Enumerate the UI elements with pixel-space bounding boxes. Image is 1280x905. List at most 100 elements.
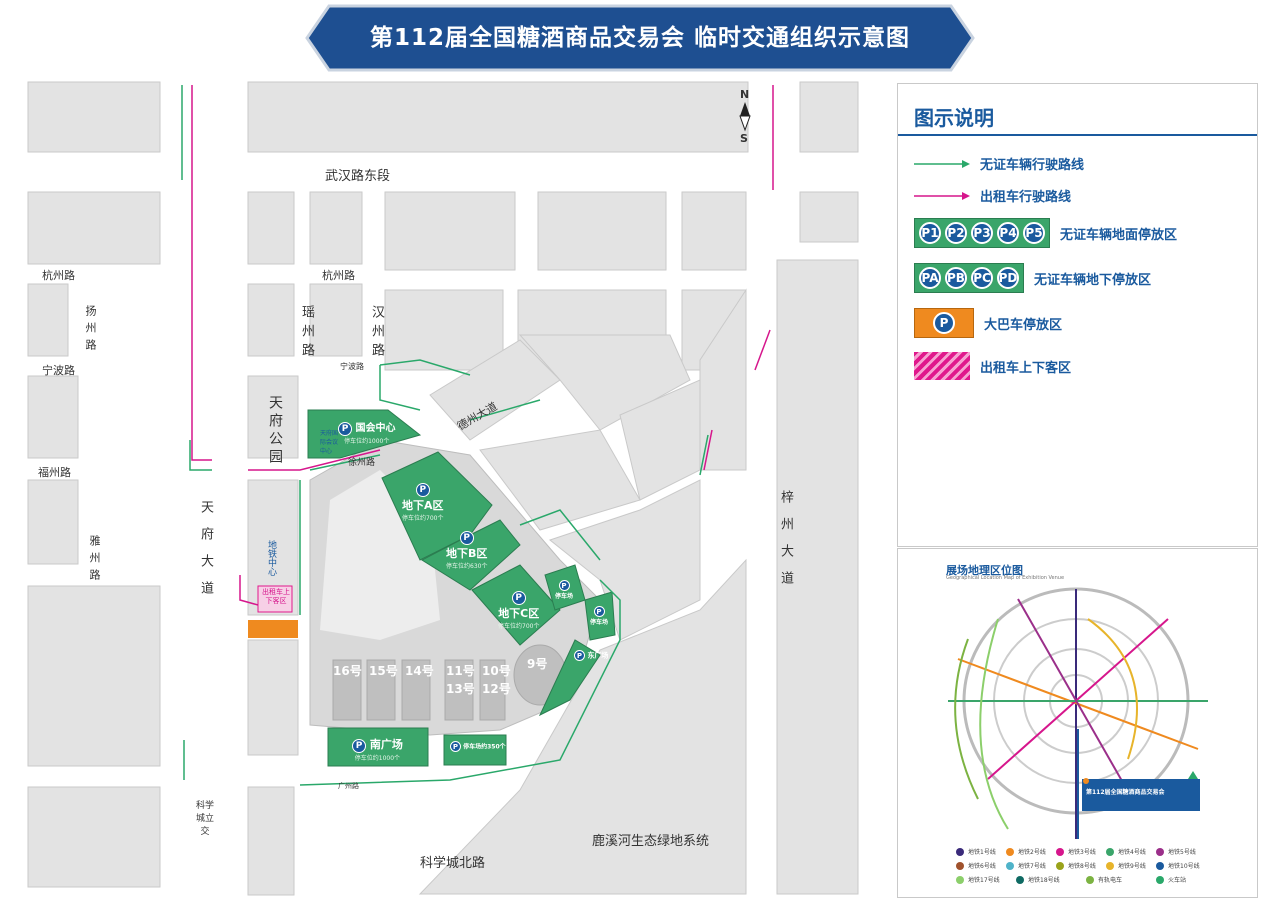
hall-11: 11号 bbox=[446, 664, 475, 678]
metro-dot-icon bbox=[956, 861, 964, 870]
hall-9: 9号 bbox=[527, 657, 548, 671]
hall-10: 10号 bbox=[482, 664, 511, 678]
metro-dot-icon bbox=[1156, 847, 1164, 856]
zone-b-name: 地下B区 bbox=[446, 547, 488, 560]
metro-line-7: 地铁7号线 bbox=[1006, 861, 1046, 870]
metro-dot-icon bbox=[956, 875, 964, 884]
legend-panel: 图示说明 无证车辆行驶路线 出租车行驶路线 P1 P2 P3 P4 P5 无证车… bbox=[897, 83, 1258, 547]
road-ningbo-mid: 宁波路 bbox=[340, 362, 364, 371]
parking-icon: P5 bbox=[1023, 222, 1045, 244]
metro-line-18: 地铁18号线 bbox=[1016, 875, 1060, 884]
metro-line-1: 地铁1号线 bbox=[956, 847, 996, 856]
metro-line-label: 地铁18号线 bbox=[1028, 877, 1060, 884]
metro-line-6: 地铁6号线 bbox=[956, 861, 996, 870]
taxi-drop-label: 出租车上下客区 bbox=[262, 588, 290, 605]
hall-13: 13号 bbox=[446, 682, 475, 696]
metro-line-label: 地铁6号线 bbox=[968, 863, 996, 870]
compass-arrow-s bbox=[739, 115, 751, 132]
parking-icon: P bbox=[558, 580, 570, 591]
zone-p6-name: 停车场约350个 bbox=[463, 743, 506, 751]
tianfu-park-label: 天府公园 bbox=[267, 395, 283, 467]
hotel-label: 天府国际会议中心 bbox=[320, 430, 339, 455]
metro-dot-icon bbox=[1056, 847, 1064, 856]
bus-parking-zone bbox=[248, 620, 298, 638]
parking-icon: P bbox=[352, 739, 366, 753]
zone-p5-name: 停车场 bbox=[590, 619, 609, 626]
parking-icon: P bbox=[933, 312, 955, 334]
bus-parking-swatch: P bbox=[914, 308, 974, 338]
zone-p5: P 停车场 bbox=[590, 606, 608, 626]
location-map-title: 展场地理区位图 bbox=[946, 564, 1023, 577]
parking-icon: PA bbox=[919, 267, 941, 289]
metro-line-17: 地铁17号线 bbox=[956, 875, 1000, 884]
parking-icon: PC bbox=[971, 267, 993, 289]
road-hanzhou: 汉州路 bbox=[369, 305, 384, 362]
metro-tram: 有轨电车 bbox=[1086, 875, 1122, 884]
metro-line-10: 地铁10号线 bbox=[1156, 861, 1200, 870]
legend-item-taxi-route: 出租车行驶路线 bbox=[914, 186, 1071, 205]
zone-east: P 东广场 bbox=[574, 650, 608, 661]
legend-label: 无证车辆地面停放区 bbox=[1060, 227, 1178, 243]
ground-parking-swatch: P1 P2 P3 P4 P5 bbox=[914, 218, 1050, 248]
road-yaozhou: 瑶州路 bbox=[299, 305, 314, 362]
parking-icon: P bbox=[450, 741, 461, 752]
compass-arrow-n bbox=[740, 102, 750, 116]
metro-line-label: 地铁7号线 bbox=[1018, 863, 1046, 870]
legend-label: 无证车辆地下停放区 bbox=[1034, 272, 1152, 288]
metro-line-label: 地铁17号线 bbox=[968, 877, 1000, 884]
road-wuhan-east: 武汉路东段 bbox=[325, 169, 391, 184]
metro-line-5: 地铁5号线 bbox=[1156, 847, 1196, 856]
taxi-routes bbox=[191, 85, 774, 606]
road-yangzhou: 扬州路 bbox=[84, 305, 97, 356]
legend-item-taxi-zone: 出租车上下客区 bbox=[914, 352, 1071, 380]
zone-south: P 南广场 停车位约1000个 bbox=[352, 736, 403, 762]
zone-p6: P 停车场约350个 bbox=[450, 741, 506, 752]
hall-14: 14号 bbox=[405, 664, 434, 678]
parking-icon: P3 bbox=[971, 222, 993, 244]
pink-arrow-icon bbox=[914, 191, 970, 200]
diagonal-blocks bbox=[418, 288, 747, 895]
metro-line-label: 火车站 bbox=[1168, 877, 1187, 884]
metro-line-3: 地铁3号线 bbox=[1056, 847, 1096, 856]
parking-icon: P4 bbox=[997, 222, 1019, 244]
parking-icon: P bbox=[459, 531, 474, 545]
parking-icon: P bbox=[593, 606, 605, 617]
legend-item-underground-parking: PA PB PC PD 无证车辆地下停放区 bbox=[914, 263, 1151, 293]
road-ningbo-left: 宁波路 bbox=[42, 364, 75, 377]
metro-line-label: 有轨电车 bbox=[1098, 877, 1123, 884]
legend-title: 图示说明 bbox=[914, 106, 994, 130]
compass-n: N bbox=[740, 88, 750, 101]
metro-dot-icon bbox=[1086, 875, 1094, 884]
parking-icon: P bbox=[511, 591, 526, 605]
zone-c-name: 地下C区 bbox=[498, 607, 540, 620]
legend-divider bbox=[898, 134, 1257, 136]
parking-icon: P bbox=[574, 650, 585, 661]
metro-line-8: 地铁8号线 bbox=[1056, 861, 1096, 870]
metro-line-label: 地铁1号线 bbox=[968, 849, 996, 856]
metro-center-label: 地铁中心 bbox=[266, 540, 276, 576]
underground-parking-swatch: PA PB PC PD bbox=[914, 263, 1024, 293]
legend-item-green-route: 无证车辆行驶路线 bbox=[914, 154, 1084, 173]
metro-dot-icon bbox=[1056, 861, 1064, 870]
metro-dot-icon bbox=[1006, 847, 1014, 856]
zone-guohui-sub: 停车位约1000个 bbox=[344, 438, 390, 445]
zone-c: P 地下C区 停车位约700个 bbox=[498, 590, 539, 630]
road-zizhou-avenue: 梓州大道 bbox=[778, 490, 793, 598]
legend-label: 出租车上下客区 bbox=[980, 360, 1072, 376]
metro-line-label: 地铁9号线 bbox=[1118, 863, 1146, 870]
zone-guohui: P 国会中心 停车位约1000个 bbox=[338, 419, 395, 445]
zone-p4: P 停车场 bbox=[555, 580, 573, 600]
zone-a-sub: 停车位约700个 bbox=[402, 515, 444, 522]
metro-dot-icon bbox=[956, 847, 964, 856]
road-yazhou: 雅州路 bbox=[88, 535, 101, 586]
zone-south-name: 南广场 bbox=[369, 738, 403, 751]
compass-s: S bbox=[740, 132, 748, 145]
hall-12: 12号 bbox=[482, 682, 511, 696]
parking-icon: PD bbox=[997, 267, 1019, 289]
road-xuzhou: 徐州路 bbox=[348, 458, 376, 468]
road-guangzhou: 广州路 bbox=[338, 782, 359, 790]
metro-line-9: 地铁9号线 bbox=[1106, 861, 1146, 870]
metro-line-label: 地铁2号线 bbox=[1018, 849, 1046, 856]
metro-ring-map bbox=[948, 587, 1208, 839]
